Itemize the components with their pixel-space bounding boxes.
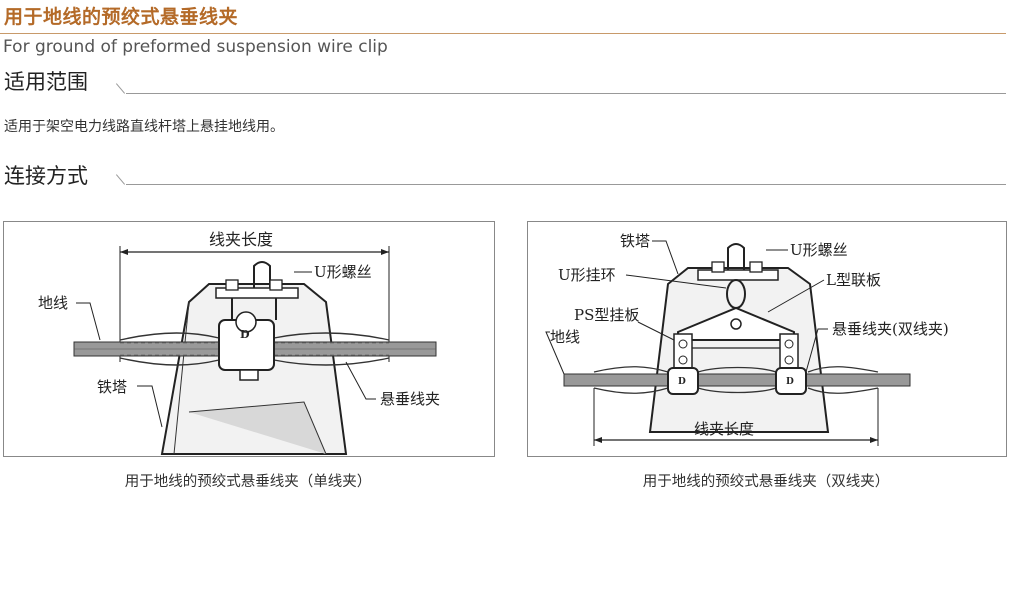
label-u-ring: U形挂环 bbox=[558, 266, 616, 284]
section-divider bbox=[115, 83, 126, 94]
caption-single-clamp: 用于地线的预绞式悬垂线夹（单线夹） bbox=[124, 474, 372, 490]
title-rule bbox=[0, 33, 1006, 34]
clamp-mark: D bbox=[240, 328, 250, 341]
section-divider bbox=[115, 174, 126, 185]
label-tower: 铁塔 bbox=[97, 378, 127, 396]
label-ground-wire: 地线 bbox=[550, 328, 580, 346]
section-heading-connection: 连接方式 bbox=[4, 164, 88, 188]
label-l-plate: L型联板 bbox=[826, 271, 881, 289]
label-clamp-length: 线夹长度 bbox=[209, 230, 273, 249]
double-clamp-diagram: D D 线夹长度 铁塔 U形螺丝 U形挂环 L型联板 PS型挂板 悬垂线夹(双线… bbox=[545, 232, 949, 446]
label-clamp-double: 悬垂线夹(双线夹) bbox=[832, 320, 949, 338]
section-divider bbox=[126, 93, 1006, 94]
label-ps-plate: PS型挂板 bbox=[574, 306, 639, 324]
section-heading-scope: 适用范围 bbox=[4, 70, 88, 94]
clamp-mark-right: D bbox=[786, 377, 794, 387]
clamp-mark-left: D bbox=[678, 377, 686, 387]
single-clamp-diagram: 线夹长度 D U形螺丝 地线 铁塔 悬垂线夹 bbox=[38, 230, 440, 455]
page-subtitle: For ground of preformed suspension wire … bbox=[3, 37, 388, 57]
figure-single-clamp: 线夹长度 D U形螺丝 地线 铁塔 悬垂线夹 bbox=[3, 221, 495, 457]
label-u-bolt: U形螺丝 bbox=[790, 241, 848, 259]
label-ground-wire: 地线 bbox=[38, 294, 68, 312]
caption-double-clamp: 用于地线的预绞式悬垂线夹（双线夹） bbox=[642, 474, 890, 490]
label-tower: 铁塔 bbox=[620, 232, 650, 250]
label-clamp: 悬垂线夹 bbox=[380, 390, 440, 408]
figure-double-clamp: D D 线夹长度 铁塔 U形螺丝 U形挂环 L型联板 PS型挂板 悬垂线夹(双线… bbox=[527, 221, 1007, 457]
section-text-scope: 适用于架空电力线路直线杆塔上悬挂地线用。 bbox=[4, 119, 284, 135]
page-title: 用于地线的预绞式悬垂线夹 bbox=[4, 6, 239, 28]
label-u-bolt: U形螺丝 bbox=[314, 263, 372, 281]
section-divider bbox=[126, 184, 1006, 185]
label-clamp-length: 线夹长度 bbox=[694, 420, 754, 438]
